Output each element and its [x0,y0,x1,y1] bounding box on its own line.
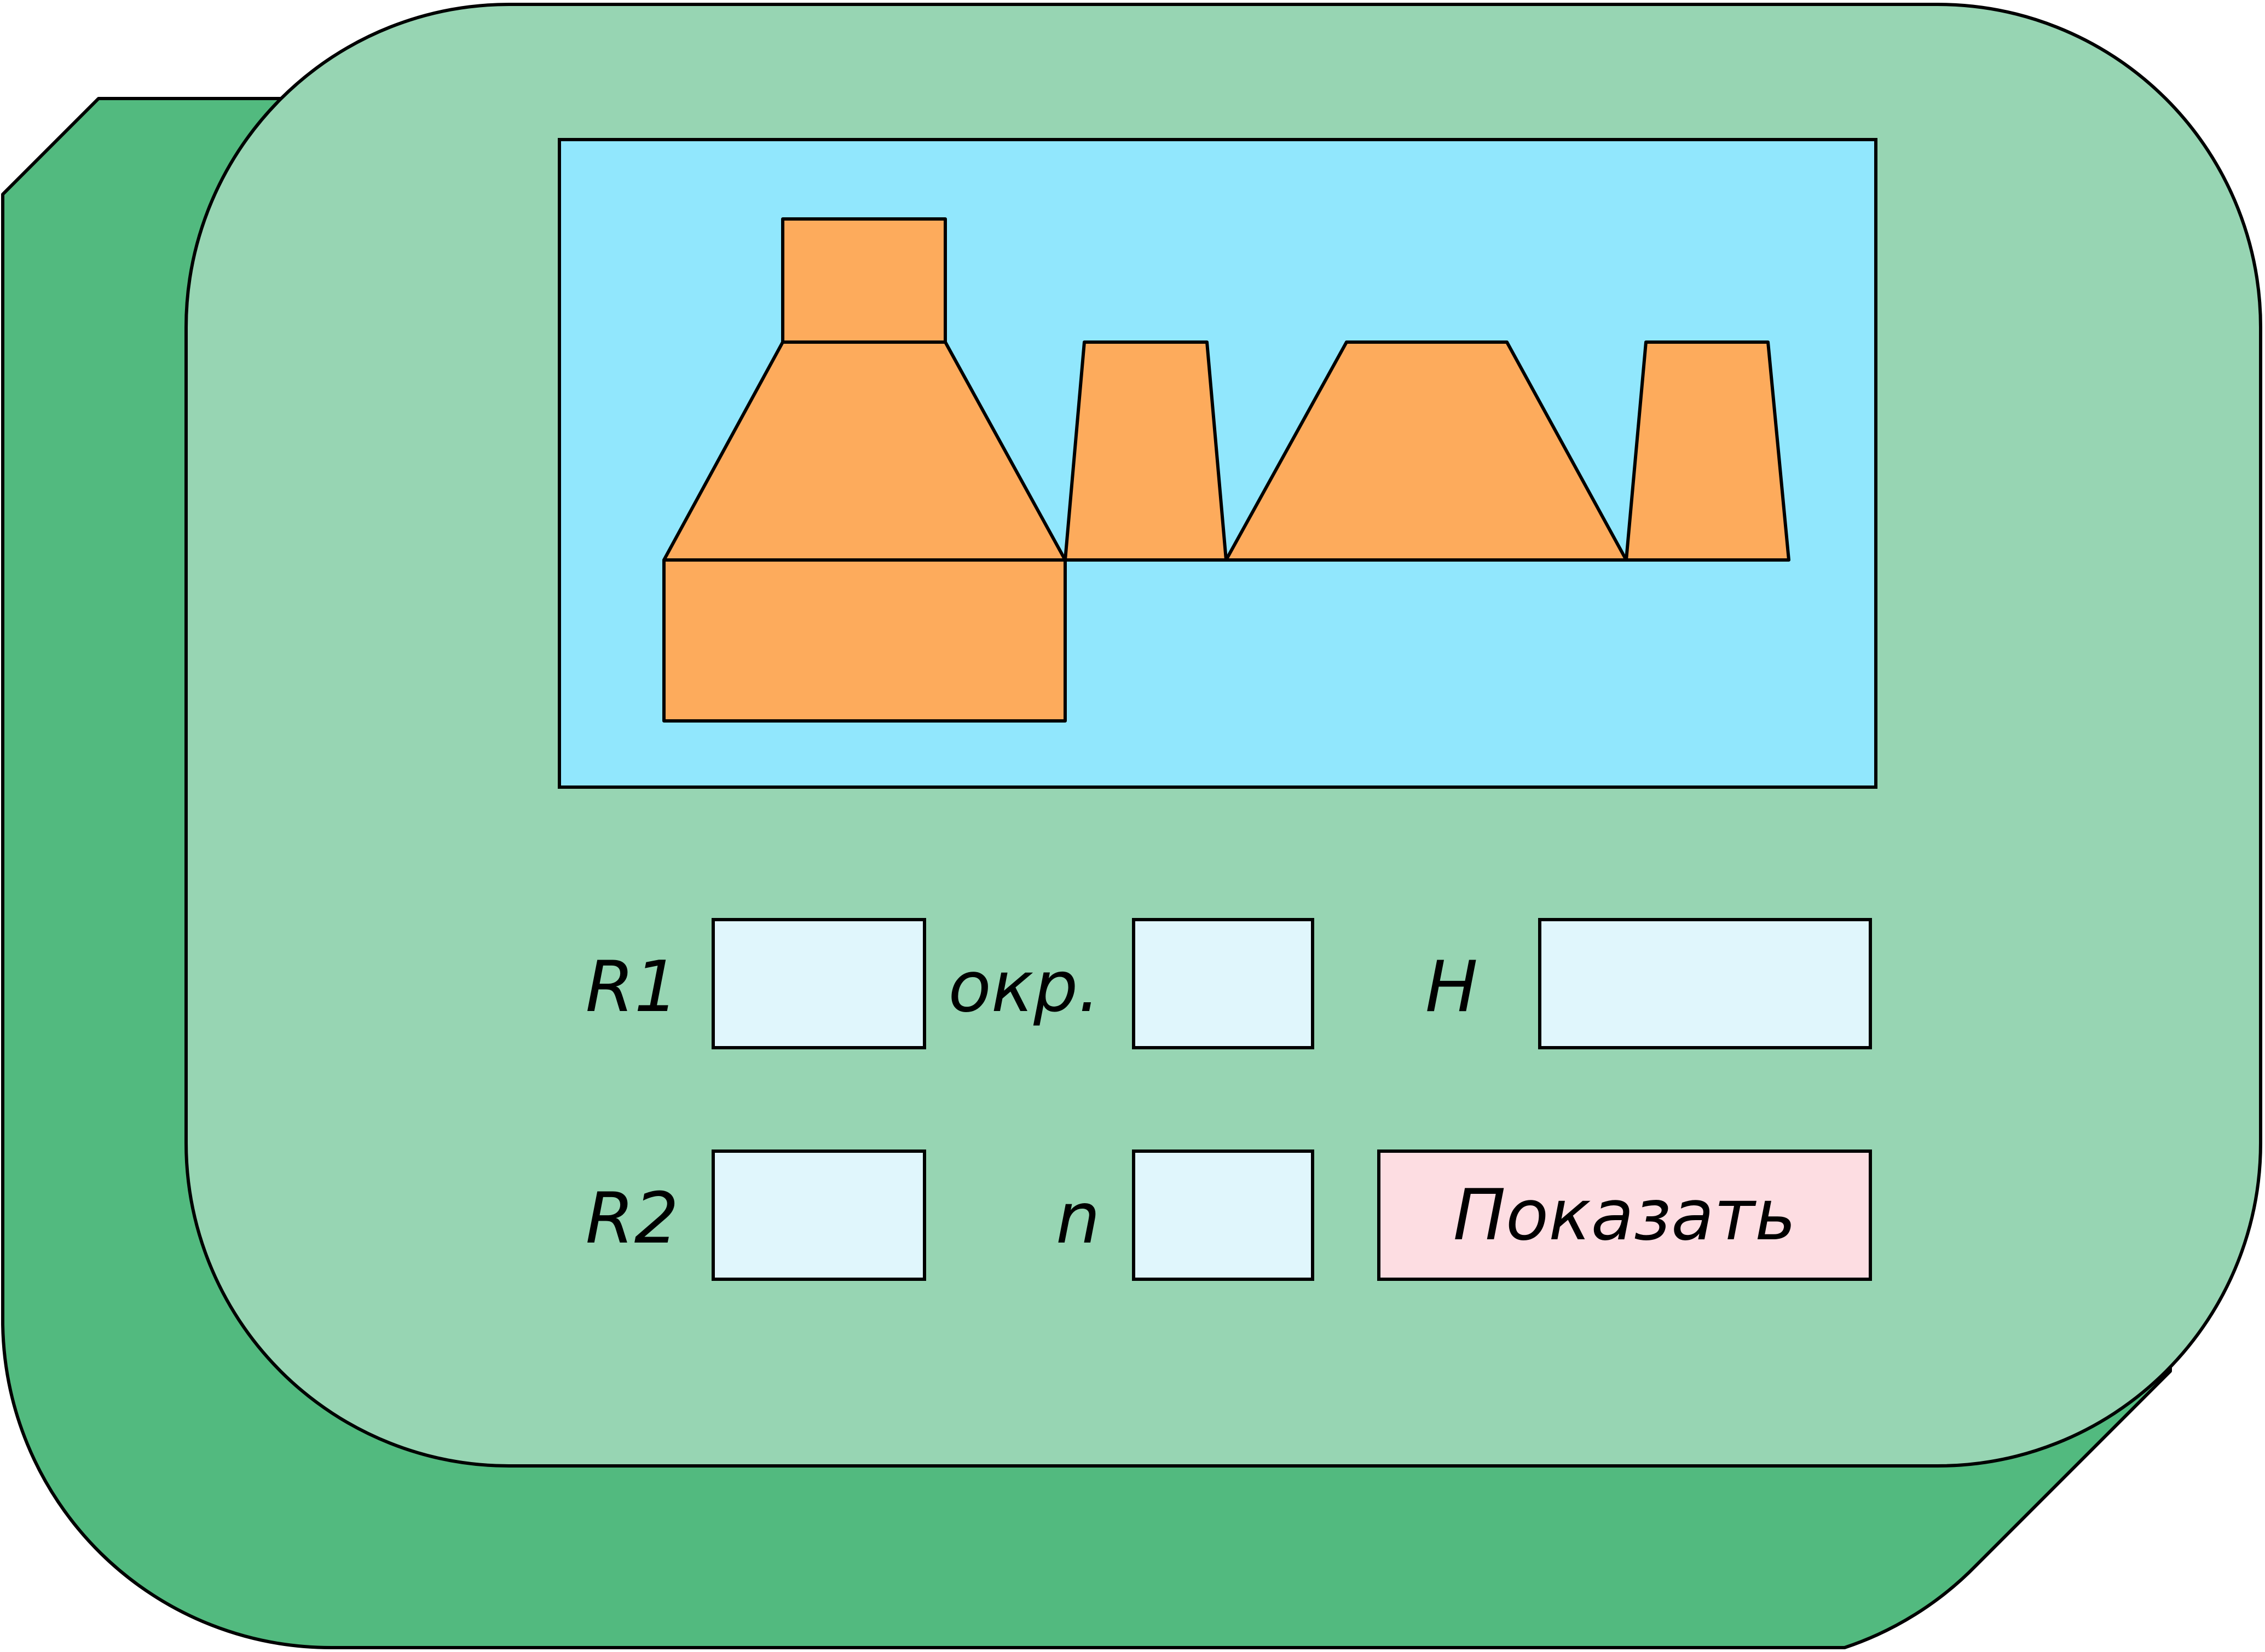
r2-input[interactable] [712,1150,926,1281]
r2-label: R2 [585,1178,679,1260]
shape-top-small-rect [781,217,947,344]
n-input[interactable] [1132,1150,1314,1281]
okr-label: окр. [948,946,1100,1028]
h-label: H [1425,946,1478,1028]
h-input[interactable] [1538,918,1872,1049]
r1-label: R1 [585,946,679,1028]
shape-narrow-trapezoid-2 [1625,340,1790,562]
r1-input[interactable] [712,918,926,1049]
show-button[interactable]: Показать [1377,1150,1872,1281]
n-label: n [1055,1178,1100,1260]
okr-input[interactable] [1132,918,1314,1049]
shape-narrow-trapezoid-1 [1064,340,1228,562]
shape-base-rect [662,558,1067,723]
